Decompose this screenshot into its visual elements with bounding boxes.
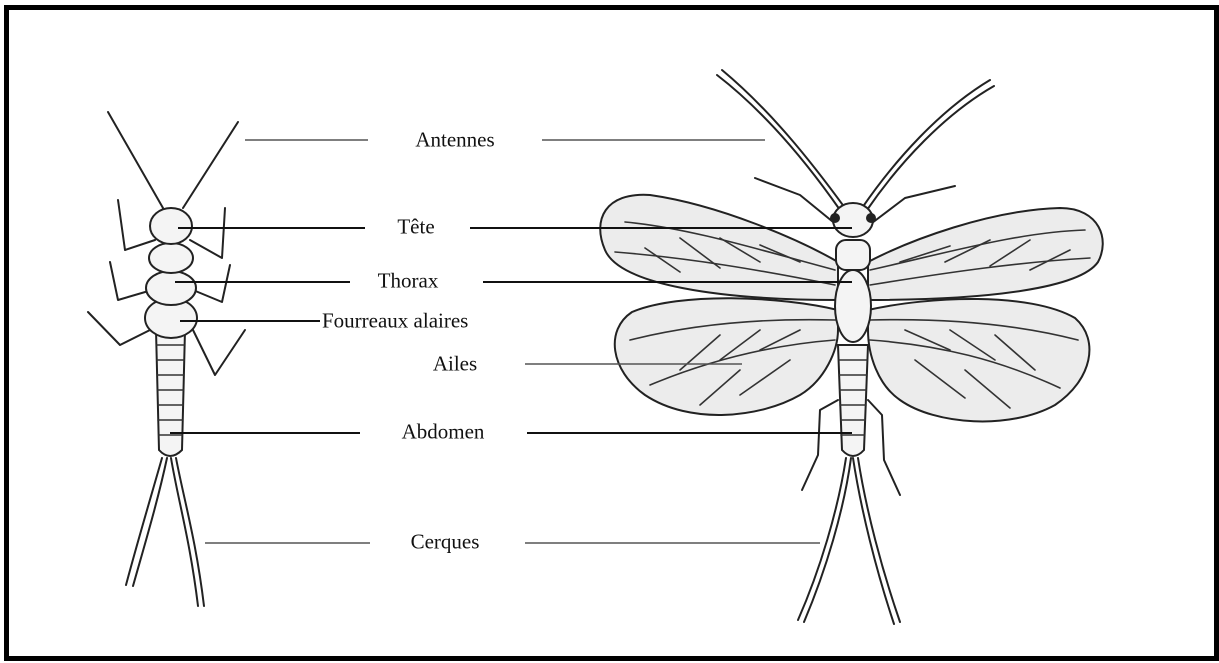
label-abdomen: Abdomen	[402, 422, 485, 443]
nymph-leg-hind-left	[88, 312, 150, 345]
nymph-antenna-left	[108, 112, 163, 208]
label-cerques: Cerques	[411, 532, 480, 553]
adult-leg-hind-left	[802, 400, 838, 490]
adult-hindwing-left	[615, 298, 838, 415]
label-tete: Tête	[397, 217, 434, 238]
nymph-illustration	[88, 112, 245, 606]
adult-hindwing-right	[868, 299, 1089, 421]
nymph-cercus-left-outer	[126, 458, 162, 585]
adult-illustration	[600, 70, 1103, 624]
nymph-leg-hind-right	[193, 330, 245, 375]
nymph-leg-mid-left	[110, 262, 152, 300]
nymph-head	[150, 208, 192, 244]
adult-leg-hind-right	[868, 400, 900, 495]
adult-forewing-right	[868, 208, 1103, 300]
nymph-leg-mid-right	[193, 265, 230, 302]
nymph-thorax	[149, 243, 193, 273]
nymph-abdomen	[156, 330, 185, 456]
adult-forewing-left	[600, 195, 838, 300]
label-thorax: Thorax	[378, 271, 439, 292]
adult-eye-right	[866, 213, 876, 223]
label-fourreaux-alaires: Fourreaux alaires	[322, 311, 468, 332]
adult-leg-front-left	[755, 178, 838, 226]
label-ailes: Ailes	[433, 354, 477, 375]
adult-eye-left	[830, 213, 840, 223]
nymph-cercus-right-outer	[176, 458, 204, 606]
adult-prothorax	[836, 240, 870, 270]
nymph-leg-front-right	[190, 208, 225, 258]
label-antennes: Antennes	[415, 130, 494, 151]
nymph-antenna-right	[183, 122, 238, 208]
adult-abdomen	[838, 345, 868, 456]
adult-thorax	[835, 270, 871, 342]
